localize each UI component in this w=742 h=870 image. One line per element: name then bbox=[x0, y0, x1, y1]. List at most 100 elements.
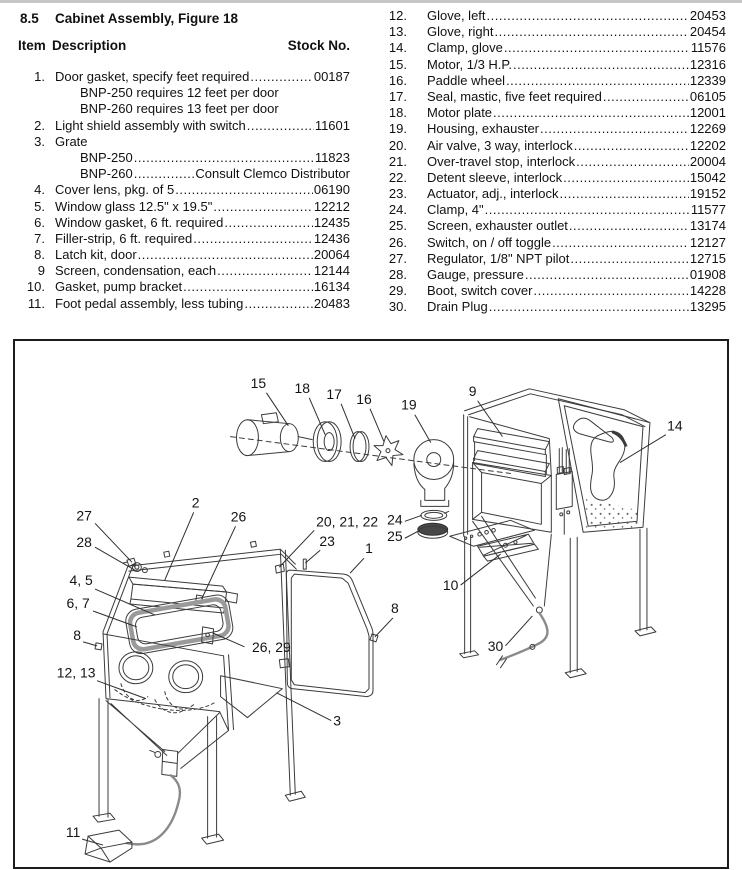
callout-label: 9 bbox=[469, 383, 477, 399]
callout-leader bbox=[304, 549, 321, 564]
parts-row: 22.Detent sleeve, interlock15042 bbox=[386, 170, 726, 186]
callout-leader bbox=[278, 529, 315, 568]
dot-leader bbox=[504, 40, 690, 56]
callout-label: 30 bbox=[488, 638, 504, 654]
stock-number: 11823 bbox=[314, 149, 350, 165]
callout-leader bbox=[460, 553, 501, 586]
parts-row: 4.Cover lens, pkg. of 506190 bbox=[20, 182, 350, 198]
parts-row: 23.Actuator, adj., interlock19152 bbox=[386, 186, 726, 202]
item-number: 5. bbox=[34, 198, 45, 214]
item-number: 17. bbox=[388, 88, 407, 104]
item-description: Boot, switch cover bbox=[427, 283, 533, 299]
item-description: Motor, 1/3 H.P. bbox=[427, 56, 513, 72]
item-number: 29. bbox=[388, 283, 407, 299]
item-description: Switch, on / off toggle bbox=[427, 234, 552, 250]
drain-hose bbox=[496, 611, 549, 669]
item-number: 19. bbox=[388, 121, 407, 137]
dot-leader bbox=[552, 235, 689, 251]
callout-label: 17 bbox=[326, 386, 342, 402]
motor bbox=[236, 412, 313, 457]
interlock-pin bbox=[302, 558, 307, 570]
stock-number: 12339 bbox=[689, 72, 726, 88]
front-cabinet bbox=[92, 540, 306, 845]
callout-leader bbox=[81, 838, 104, 846]
stock-number: 12316 bbox=[689, 56, 726, 72]
dot-leader bbox=[138, 247, 313, 263]
item-number: 14. bbox=[388, 40, 407, 56]
dot-leader bbox=[569, 218, 689, 234]
item-description: Air valve, 3 way, interlock bbox=[427, 137, 573, 153]
callout-label: 19 bbox=[401, 397, 417, 413]
item-number: 7. bbox=[34, 230, 45, 246]
item-number: 1. bbox=[34, 69, 45, 84]
dot-leader bbox=[487, 8, 689, 24]
dot-leader bbox=[603, 89, 689, 105]
dot-leader bbox=[563, 170, 689, 186]
stock-number: 12715 bbox=[689, 250, 726, 266]
item-number: 6. bbox=[34, 214, 45, 230]
motor-plate bbox=[312, 421, 342, 463]
callout-label: 14 bbox=[667, 418, 683, 434]
parts-row: 21.Over-travel stop, interlock20004 bbox=[386, 154, 726, 170]
dot-leader bbox=[244, 296, 312, 312]
stock-number: 06105 bbox=[689, 88, 726, 104]
section-title: 8.5 Cabinet Assembly, Figure 18 bbox=[20, 6, 350, 38]
callout-leader bbox=[212, 632, 245, 648]
item-description: Door gasket, specify feet required bbox=[55, 69, 250, 84]
item-description: Grate bbox=[55, 133, 88, 149]
callout-leader bbox=[404, 514, 422, 522]
dot-leader bbox=[213, 199, 312, 215]
dot-leader bbox=[485, 202, 690, 218]
callout-label: 15 bbox=[251, 375, 267, 391]
parts-row: 30.Drain Plug13295 bbox=[386, 299, 726, 315]
item-number: 27. bbox=[388, 250, 407, 266]
parts-row: 6.Window gasket, 6 ft. required12435 bbox=[20, 215, 350, 231]
item-description: Clamp, 4" bbox=[427, 202, 484, 218]
callout-leader bbox=[96, 680, 147, 700]
stock-number: 12144 bbox=[313, 263, 350, 279]
dot-leader bbox=[217, 263, 313, 279]
parts-row: 2.Light shield assembly with switch11601 bbox=[20, 118, 350, 134]
dot-leader bbox=[193, 231, 313, 247]
parts-row: 7.Filler-strip, 6 ft. required12436 bbox=[20, 231, 350, 247]
item-description: Latch kit, door bbox=[55, 247, 137, 263]
dot-leader bbox=[560, 186, 689, 202]
stock-number: 11577 bbox=[690, 202, 726, 218]
callout-leader bbox=[619, 434, 667, 463]
stock-number: 11576 bbox=[690, 40, 726, 56]
stock-number: 12212 bbox=[313, 198, 350, 214]
parts-row: 19.Housing, exhauster12269 bbox=[386, 121, 726, 137]
callout-label: 3 bbox=[333, 713, 341, 729]
parts-rows-left: 1.Door gasket, specify feet required0018… bbox=[20, 69, 350, 312]
callout-label: 24 bbox=[387, 511, 403, 527]
callout-label: 6, 7 bbox=[66, 595, 89, 611]
stock-number: 20004 bbox=[689, 153, 726, 169]
item-description: Window gasket, 6 ft. required bbox=[55, 214, 224, 230]
item-description: Motor plate bbox=[427, 105, 493, 121]
parts-subrow: BNP-250 requires 12 feet per door bbox=[20, 85, 350, 101]
parts-row: 13.Glove, right20454 bbox=[386, 24, 726, 40]
stock-number: 12269 bbox=[689, 121, 726, 137]
callout-label: 11 bbox=[66, 824, 81, 840]
parts-row: 11.Foot pedal assembly, less tubing20483 bbox=[20, 296, 350, 312]
dot-leader bbox=[134, 166, 195, 182]
parts-row: 17.Seal, mastic, five feet required06105 bbox=[386, 89, 726, 105]
callout-leader bbox=[94, 546, 136, 571]
grate bbox=[220, 675, 283, 719]
page-title: Cabinet Assembly, Figure 18 bbox=[55, 11, 239, 26]
glove-shape bbox=[590, 430, 626, 501]
callout-leader bbox=[276, 692, 332, 722]
stock-number: 11601 bbox=[314, 117, 350, 133]
item-description: Over-travel stop, interlock bbox=[427, 153, 576, 169]
stock-number: 12127 bbox=[689, 234, 726, 250]
item-description: BNP-250 bbox=[80, 149, 133, 165]
callout-label: 2 bbox=[192, 494, 200, 510]
item-description: Paddle wheel bbox=[427, 72, 506, 88]
callout-leader bbox=[505, 615, 533, 647]
callout-label: 20, 21, 22 bbox=[316, 513, 378, 529]
rear-cabinet bbox=[459, 388, 657, 679]
outlet-clamp bbox=[420, 509, 450, 521]
callout-label: 10 bbox=[443, 577, 459, 593]
